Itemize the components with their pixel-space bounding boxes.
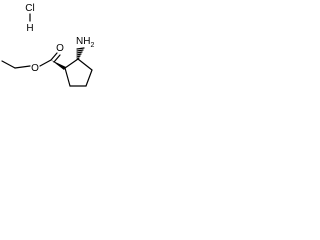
ring-bond-c5-c1: [64, 67, 71, 87]
amine-subscript-text: 2: [90, 42, 94, 49]
ethyl-ch3-ch2-bond: [1, 60, 16, 69]
chlorine-atom-label: Cl: [25, 3, 34, 14]
ring-bond-c1-c2: [64, 58, 79, 69]
carbonyl-double-bond-2: [53, 54, 61, 63]
ring-bond-c3-c4: [85, 69, 93, 87]
carbonyl-oxygen-label: O: [56, 43, 64, 54]
ethyl-ch2-o-bond: [14, 65, 31, 69]
hydrogen-atom-label: H: [26, 23, 33, 34]
ester-oxygen-label: O: [31, 63, 39, 74]
ester-o-carbonyl-carbon-bond: [39, 59, 52, 67]
amine-label: NH2: [76, 36, 94, 49]
molecule-structure: Cl H NH2 O O: [1, 3, 94, 87]
amine-hashed-bond: [76, 47, 85, 60]
ester-ring-wedge-bond: [51, 60, 66, 70]
amine-nh-text: NH: [76, 36, 90, 47]
carbonyl-double-bond-1: [50, 52, 58, 61]
ring-bond-c2-c3: [77, 58, 93, 71]
